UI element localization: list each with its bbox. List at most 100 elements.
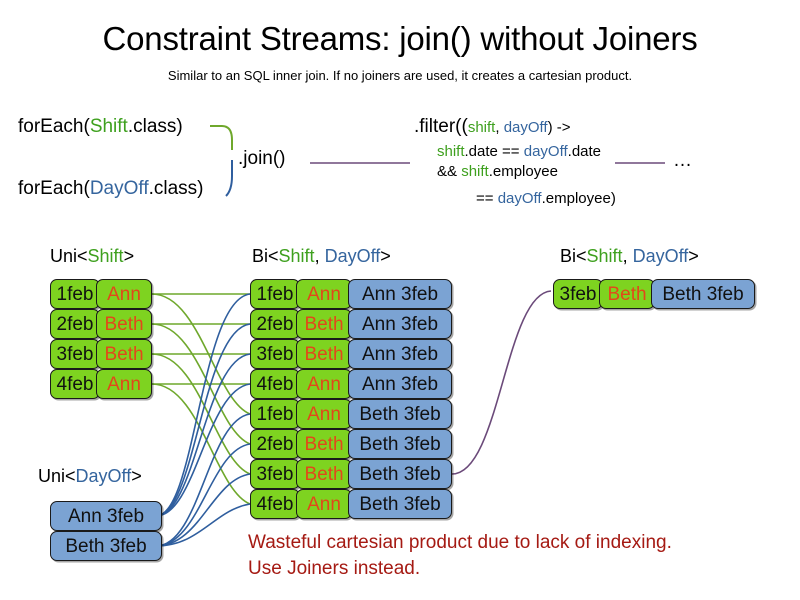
code-foreach-dayoff-suffix: .class) [148, 178, 204, 199]
link-dayoff-ann-4 [155, 383, 251, 517]
product-shift-date: 2feb [250, 309, 300, 339]
link-dayoff-to-join [225, 160, 233, 197]
code-filter-prefix: .filter(( [414, 116, 468, 137]
product-dayoff: Beth 3feb [348, 459, 452, 489]
caption-uni-dayoff-prefix: Uni< [38, 466, 76, 486]
dayoff-label: Ann 3feb [50, 501, 162, 531]
result-shift-employee: Beth [599, 279, 655, 309]
product-dayoff: Ann 3feb [348, 369, 452, 399]
code-filter-l2-dayoff: dayOff [523, 143, 568, 160]
result-dayoff: Beth 3feb [651, 279, 755, 309]
code-filter-l2-shift: shift [437, 143, 465, 160]
product-shift-employee: Beth [296, 339, 352, 369]
code-filter-param-dayoff: dayOff [503, 119, 548, 136]
link-dayoff-beth-6 [155, 443, 251, 547]
warning-line-1: Wasteful cartesian product due to lack o… [248, 532, 672, 553]
code-filter-l4-dayoff: dayOff [497, 190, 542, 207]
link-shift-1b [151, 293, 251, 415]
link-match-to-result [451, 290, 552, 475]
code-filter-comma: , [495, 119, 504, 136]
link-shift-4b [151, 383, 251, 505]
link-dayoff-ann-1 [155, 293, 251, 517]
product-shift-employee: Ann [296, 399, 352, 429]
link-dayoff-ann-3 [155, 353, 251, 517]
result-shift-date: 3feb [553, 279, 603, 309]
shift-date: 3feb [50, 339, 100, 369]
product-dayoff: Beth 3feb [348, 399, 452, 429]
caption-uni-shift: Uni<Shift> [50, 246, 134, 267]
shift-employee: Beth [96, 339, 152, 369]
caption-uni-shift-suffix: > [123, 246, 135, 266]
caption-bi-middle-sep: , [314, 246, 325, 266]
product-shift-date: 1feb [250, 279, 300, 309]
shift-employee: Beth [96, 309, 152, 339]
warning-text: Wasteful cartesian product due to lack o… [248, 530, 672, 582]
caption-uni-shift-type: Shift [87, 246, 124, 266]
link-dayoff-beth-5 [155, 413, 251, 547]
page-title: Constraint Streams: join() without Joine… [102, 20, 698, 57]
product-shift-date: 1feb [250, 399, 300, 429]
code-filter-l3-employee: .employee [488, 163, 558, 180]
code-filter-l2-date: .date [567, 143, 602, 160]
code-foreach-shift: forEach(Shift.class) [18, 116, 183, 138]
shift-employee: Ann [96, 279, 152, 309]
code-filter-l3-and: && [437, 163, 462, 180]
code-foreach-dayoff-type: DayOff [89, 178, 149, 199]
caption-bi-middle-type1: Shift [278, 246, 315, 266]
caption-uni-shift-prefix: Uni< [50, 246, 88, 266]
product-shift-employee: Beth [296, 309, 352, 339]
product-shift-employee: Beth [296, 429, 352, 459]
dayoff-card[interactable]: Beth 3feb [50, 531, 162, 561]
link-shift-3b [151, 353, 251, 475]
link-shift-to-join [210, 125, 233, 150]
caption-bi-right-prefix: Bi< [560, 246, 587, 266]
dayoff-card[interactable]: Ann 3feb [50, 501, 162, 531]
caption-bi-middle: Bi<Shift, DayOff> [252, 246, 391, 267]
shift-employee: Ann [96, 369, 152, 399]
caption-bi-middle-type2: DayOff [324, 246, 381, 266]
product-dayoff: Ann 3feb [348, 339, 452, 369]
caption-bi-right: Bi<Shift, DayOff> [560, 246, 699, 267]
page-subtitle: Similar to an SQL inner join. If no join… [167, 68, 633, 83]
link-dayoff-ann-2 [155, 323, 251, 517]
link-dayoff-beth-7 [155, 473, 251, 547]
code-foreach-shift-suffix: .class) [127, 116, 183, 137]
link-shift-2b [151, 323, 251, 445]
product-dayoff: Ann 3feb [348, 309, 452, 339]
shift-date: 2feb [50, 309, 100, 339]
code-filter-line2: shift.date == dayOff.date [437, 143, 601, 160]
caption-bi-right-suffix: > [688, 246, 699, 266]
product-shift-employee: Ann [296, 489, 352, 519]
product-shift-date: 2feb [250, 429, 300, 459]
code-filter-l3-shift: shift [461, 163, 489, 180]
code-filter-line4: == dayOff.employee) [476, 190, 616, 207]
code-foreach-shift-type: Shift [89, 116, 128, 137]
product-dayoff: Beth 3feb [348, 429, 452, 459]
product-shift-date: 3feb [250, 339, 300, 369]
caption-uni-dayoff: Uni<DayOff> [38, 466, 142, 487]
code-foreach-dayoff-prefix: forEach( [18, 178, 90, 199]
code-filter-l2-date-eq: .date == [464, 143, 524, 160]
product-shift-employee: Beth [296, 459, 352, 489]
product-shift-date: 4feb [250, 369, 300, 399]
shift-date: 1feb [50, 279, 100, 309]
product-shift-date: 3feb [250, 459, 300, 489]
caption-bi-right-type2: DayOff [632, 246, 689, 266]
shift-date: 4feb [50, 369, 100, 399]
caption-uni-dayoff-suffix: > [131, 466, 142, 486]
code-filter-arrow: ) -> [547, 119, 571, 136]
product-shift-employee: Ann [296, 369, 352, 399]
